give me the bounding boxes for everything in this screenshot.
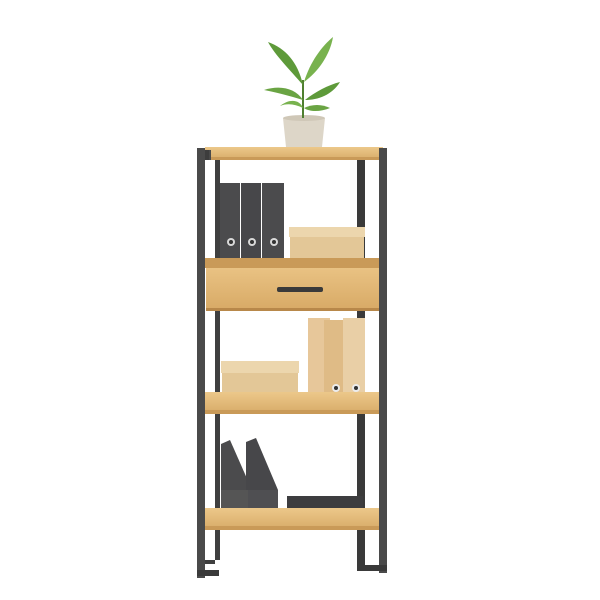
light-binders	[308, 318, 365, 404]
storage-box-upper	[289, 227, 365, 259]
top-shelf	[205, 147, 383, 160]
drawer-unit	[200, 258, 382, 311]
drawer-handle-icon[interactable]	[277, 287, 323, 292]
front-frame	[197, 148, 387, 578]
potted-plant-icon	[264, 37, 340, 147]
dark-binders	[220, 183, 284, 261]
bottom-shelf	[203, 508, 381, 530]
middle-shelf	[203, 392, 381, 414]
